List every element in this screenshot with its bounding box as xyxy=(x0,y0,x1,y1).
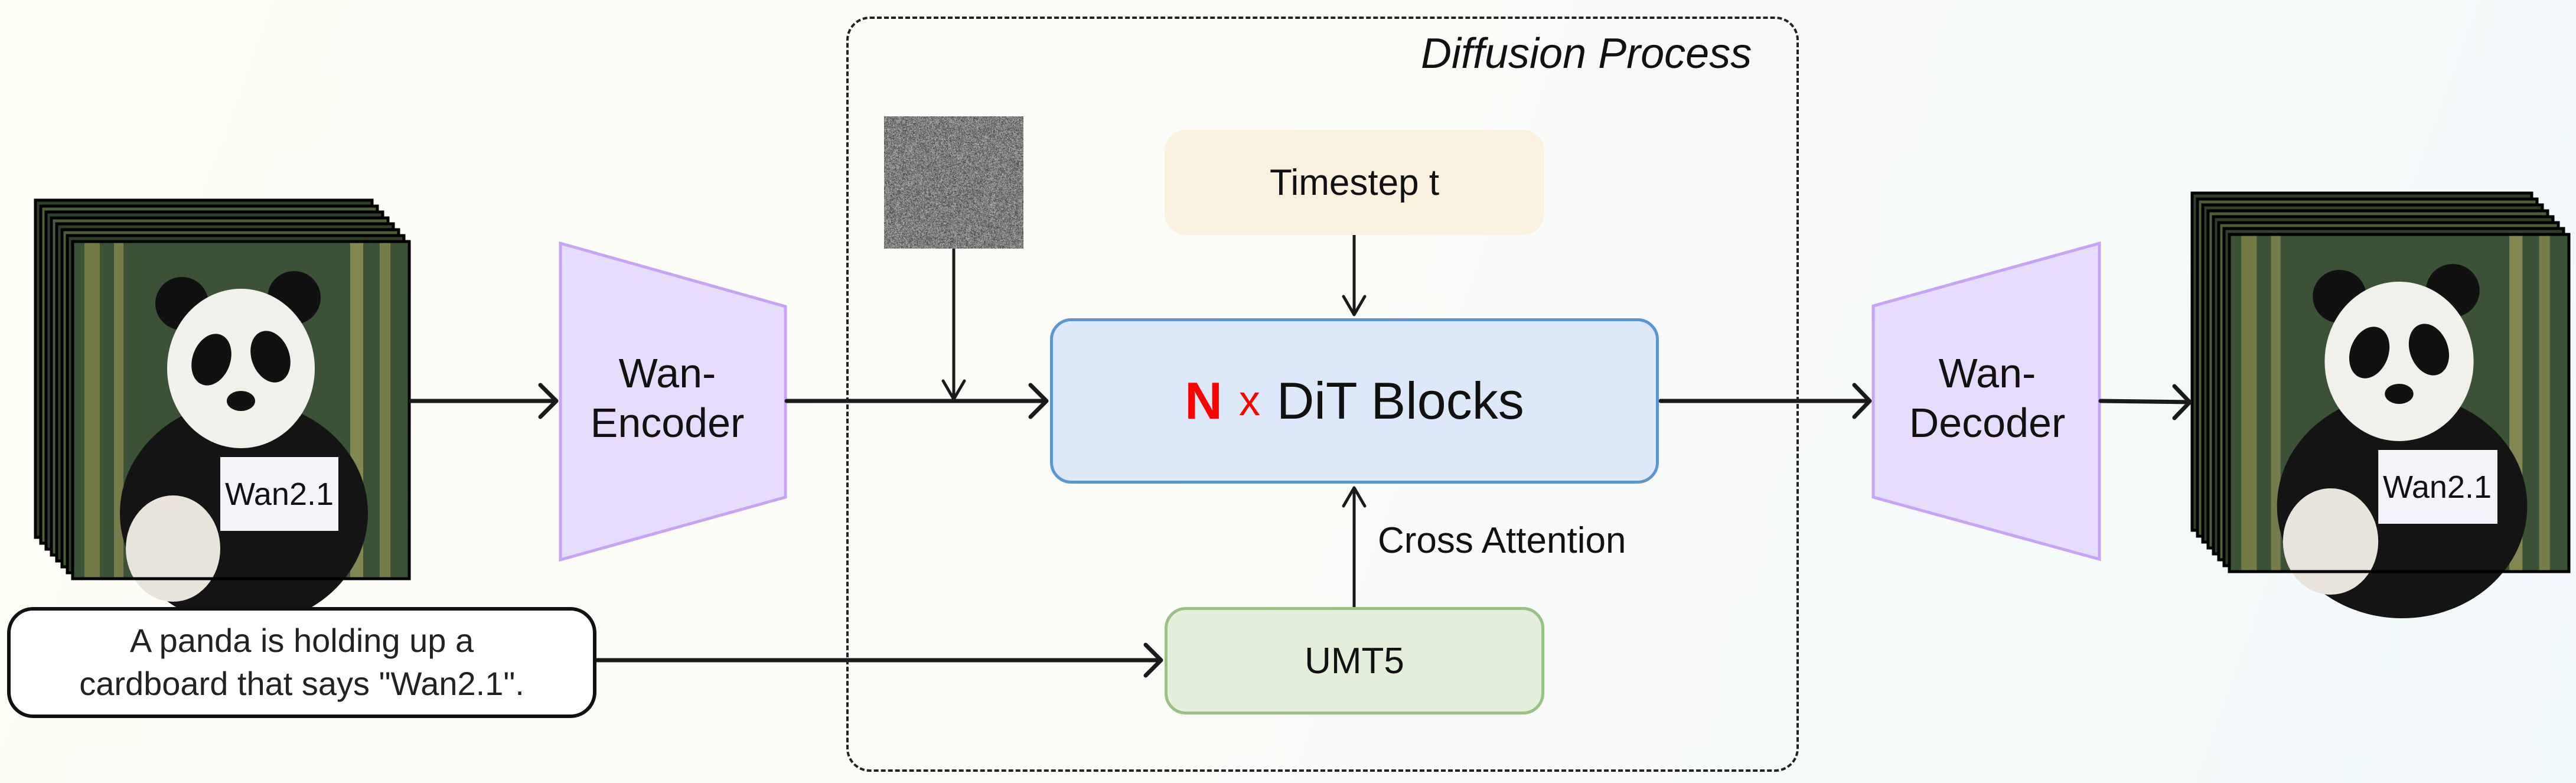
decoder-label-line2: Decoder xyxy=(1884,398,2091,448)
prompt-line2: cardboard that says "Wan2.1". xyxy=(79,663,524,706)
panda-sign-text: Wan2.1 xyxy=(220,457,338,531)
timestep-label: Timestep t xyxy=(1270,162,1439,204)
text-prompt-box: A panda is holding up a cardboard that s… xyxy=(7,607,596,718)
prompt-line1: A panda is holding up a xyxy=(130,619,474,663)
noise-image xyxy=(884,116,1023,249)
arrow-frames-to-encoder xyxy=(411,385,556,417)
cross-attention-label: Cross Attention xyxy=(1378,520,1626,562)
dit-multiplier: N xyxy=(1185,371,1222,431)
panda-image xyxy=(2229,234,2569,618)
panda-sign-text-output: Wan2.1 xyxy=(2378,450,2496,524)
encoder-label-line1: Wan- xyxy=(567,348,768,398)
decoder-label: Wan- Decoder xyxy=(1884,348,2091,448)
umt5-label: UMT5 xyxy=(1305,640,1404,682)
decoder-label-line1: Wan- xyxy=(1884,348,2091,398)
encoder-label: Wan- Encoder xyxy=(567,348,768,448)
dit-times: x xyxy=(1239,377,1260,425)
encoder-label-line2: Encoder xyxy=(567,398,768,448)
panda-image xyxy=(73,242,409,625)
timestep-box: Timestep t xyxy=(1165,130,1544,235)
diffusion-process-label: Diffusion Process xyxy=(1421,30,1752,78)
dit-label: DiT Blocks xyxy=(1277,371,1524,431)
input-video-frames xyxy=(35,200,409,625)
arrow-decoder-to-frames xyxy=(2101,386,2190,418)
dit-blocks-box: N x DiT Blocks xyxy=(1050,318,1659,484)
output-video-frames xyxy=(2192,193,2569,618)
umt5-box: UMT5 xyxy=(1165,607,1544,715)
